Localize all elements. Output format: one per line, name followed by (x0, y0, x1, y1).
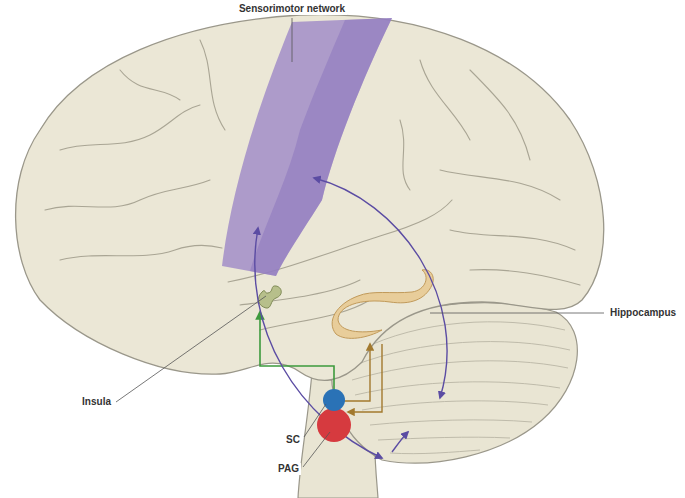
part-label: Hippocampus (608, 307, 678, 319)
pag-circle (317, 408, 351, 442)
sensorimotor-band-shade (250, 18, 392, 276)
cerebrum (16, 15, 604, 381)
insula (259, 286, 282, 308)
part-label: Sensorimotor network (237, 3, 347, 15)
brown-pathway (348, 344, 382, 412)
green-pathway (260, 312, 334, 392)
sc-circle (323, 389, 345, 411)
brown-pathway (344, 344, 370, 401)
purple-pathway (255, 228, 382, 458)
hippocampus (332, 270, 433, 339)
cerebellar-folia (352, 322, 570, 454)
sensorimotor-band (222, 18, 392, 276)
purple-pathway (392, 432, 408, 452)
part-label: Insula (80, 396, 113, 408)
leader-lines (116, 18, 604, 467)
part-label: SC (284, 434, 302, 446)
part-label: PAG (276, 463, 301, 475)
purple-pathway (314, 178, 447, 398)
